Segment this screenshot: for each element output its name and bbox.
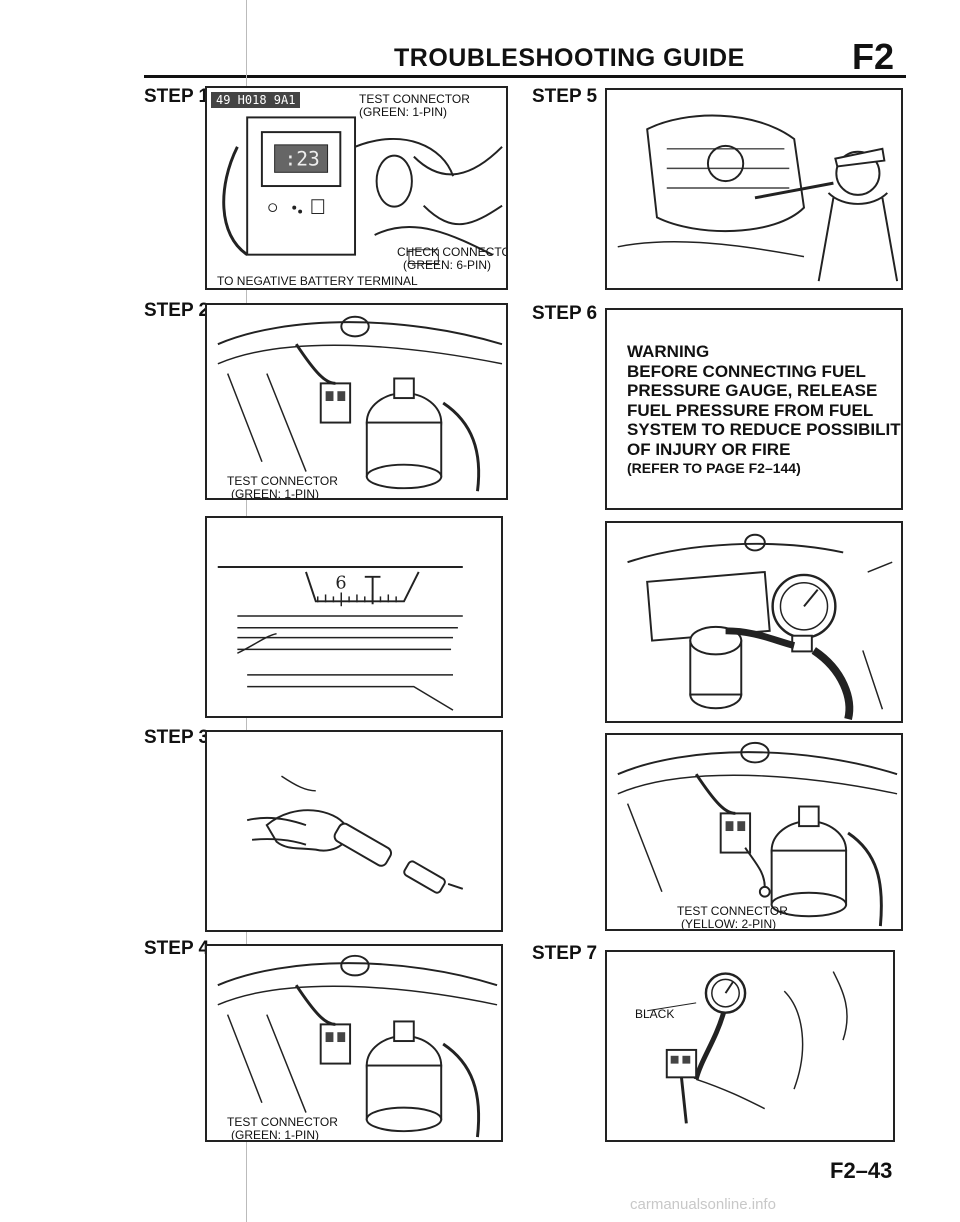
warning-line: FUEL PRESSURE FROM FUEL — [627, 400, 874, 420]
gauge-hose-drawing — [647, 971, 848, 1124]
step-4-label: STEP 4 — [144, 938, 210, 959]
test-connector-caption: TEST CONNECTOR — [227, 1115, 338, 1129]
scale-illustration: 6 — [205, 516, 503, 718]
test-connector-drawing — [217, 954, 498, 1138]
step-3-illustration — [205, 730, 503, 932]
warning-text: WARNING BEFORE CONNECTING FUEL PRESSURE … — [627, 342, 903, 479]
step-7-illustration: BLACK — [605, 950, 895, 1142]
svg-text::23: :23 — [284, 147, 319, 170]
test-connector-spec: (GREEN: 1-PIN) — [231, 487, 320, 500]
page-number: F2–43 — [830, 1158, 893, 1183]
step-5-illustration — [605, 88, 903, 290]
yellow-test-connector-illustration: TEST CONNECTOR (YELLOW: 2-PIN) — [605, 733, 903, 931]
black-wire-caption: BLACK — [635, 1007, 675, 1021]
warning-title: WARNING — [627, 342, 710, 361]
test-connector-caption: TEST CONNECTOR — [227, 474, 338, 488]
step-3-label: STEP 3 — [144, 727, 210, 748]
scale-number: 6 — [335, 574, 346, 594]
check-connector-spec: (GREEN: 6-PIN) — [403, 258, 492, 272]
test-connector-drawing — [617, 741, 898, 927]
battery-terminal-caption: TO NEGATIVE BATTERY TERMINAL — [217, 274, 418, 288]
test-connector-caption: TEST CONNECTOR — [359, 92, 470, 106]
tester-connection-drawing: :23 — [222, 116, 503, 264]
step-7-label: STEP 7 — [532, 943, 598, 964]
hand-tool-drawing — [246, 775, 464, 894]
warning-line: OF INJURY OR FIRE — [627, 439, 791, 459]
warning-line: PRESSURE GAUGE, RELEASE — [627, 381, 878, 400]
check-connector-caption: CHECK CONNECTOR — [397, 245, 508, 259]
mechanic-engine-drawing — [617, 114, 899, 282]
step-2-illustration: TEST CONNECTOR (GREEN: 1-PIN) — [205, 303, 508, 500]
page-reference: (REFER TO PAGE F2–144) — [627, 460, 801, 476]
step-1-label: STEP 1 — [144, 86, 210, 107]
test-connector-spec: (GREEN: 1-PIN) — [359, 105, 448, 119]
page-title: TROUBLESHOOTING GUIDE — [394, 44, 745, 72]
section-code: F2 — [852, 36, 895, 77]
fuel-gauge-illustration — [605, 521, 903, 723]
scale-drawing: 6 — [217, 566, 463, 711]
header-rule — [144, 75, 906, 78]
test-connector-spec: (YELLOW: 2-PIN) — [681, 917, 777, 931]
step-6-label: STEP 6 — [532, 303, 598, 324]
warning-line: SYSTEM TO REDUCE POSSIBILITY — [627, 420, 903, 439]
warning-box: WARNING BEFORE CONNECTING FUEL PRESSURE … — [605, 308, 903, 510]
test-connector-spec: (GREEN: 1-PIN) — [231, 1128, 320, 1142]
test-connector-caption: TEST CONNECTOR — [677, 904, 788, 918]
tester-model-tag: 49 H018 9A1 — [211, 92, 301, 108]
test-connector-drawing — [217, 315, 503, 492]
step-2-label: STEP 2 — [144, 300, 210, 321]
fuel-gauge-drawing — [627, 533, 893, 720]
step-4-illustration: TEST CONNECTOR (GREEN: 1-PIN) — [205, 944, 503, 1142]
warning-line: BEFORE CONNECTING FUEL — [627, 361, 866, 381]
step-5-label: STEP 5 — [532, 86, 598, 107]
step-1-illustration: :23 49 H018 9A1 TEST CONNECTOR (GREEN: 1… — [205, 86, 508, 290]
watermark: carmanualsonline.info — [630, 1196, 776, 1213]
